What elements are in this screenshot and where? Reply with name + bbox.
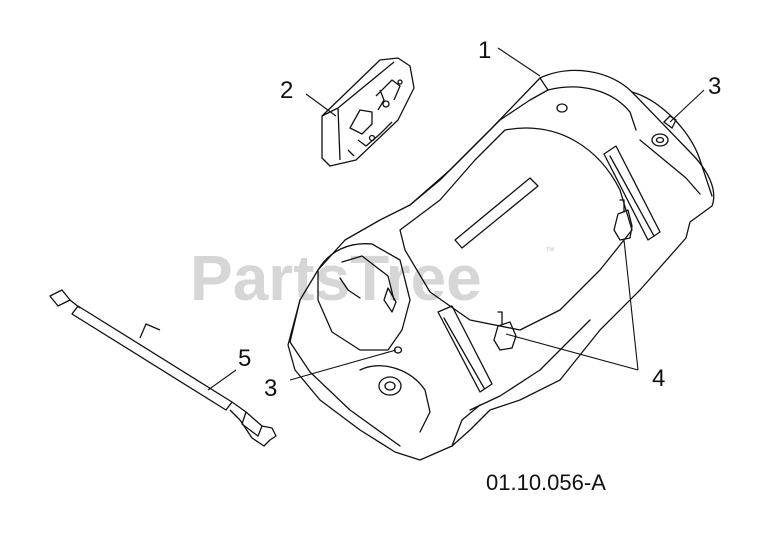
callout-2: 2	[280, 77, 293, 104]
leader-2	[305, 93, 337, 117]
watermark: PartsTree ™	[190, 242, 555, 314]
leader-1	[497, 47, 541, 77]
watermark-trademark: ™	[545, 246, 555, 257]
leader-3-right	[669, 89, 705, 123]
part-4-clip-upper	[613, 209, 633, 241]
leader-5	[207, 369, 237, 391]
part-2-control-panel	[321, 57, 415, 167]
callout-4: 4	[652, 365, 665, 392]
part-5-wire-harness	[49, 289, 277, 447]
diagram-id: 01.10.056-A	[486, 470, 606, 495]
leader-3-left	[289, 349, 397, 381]
leader-4-lower	[505, 333, 639, 371]
callout-1: 1	[478, 37, 491, 64]
watermark-text: PartsTree	[190, 242, 482, 314]
callout-3-left: 3	[264, 375, 277, 402]
leader-lines	[207, 47, 705, 391]
part-3-screw-right	[651, 115, 677, 147]
callout-5: 5	[238, 345, 251, 372]
part-1-dashboard-housing	[287, 69, 715, 461]
part-4-clip-lower	[493, 321, 517, 351]
leader-4-upper	[623, 239, 639, 371]
callout-3-right: 3	[708, 73, 721, 100]
